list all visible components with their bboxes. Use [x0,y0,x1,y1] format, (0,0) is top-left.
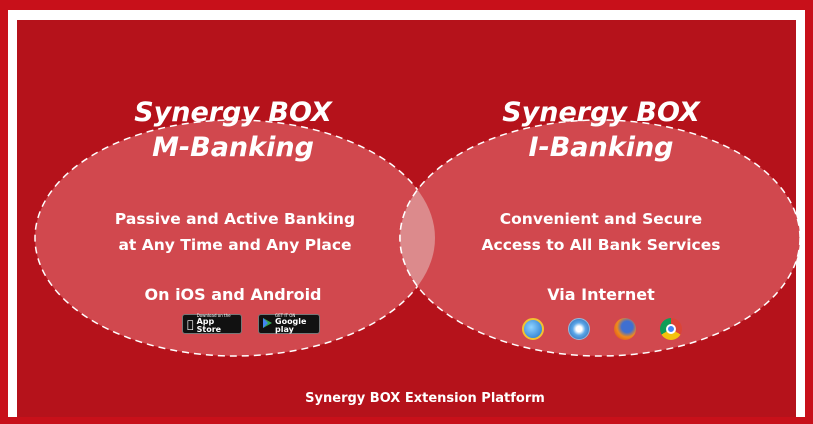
right-title-line1: Synergy BOX [502,97,700,128]
google-play-small-text: GET IT ON [275,313,296,318]
overlap-region [399,120,435,356]
left-title: Synergy BOX M-Banking [83,95,383,165]
right-title: Synergy BOX I-Banking [451,95,751,165]
left-desc-line1: Passive and Active Banking [114,210,356,228]
right-desc-line1: Convenient and Secure [499,210,703,228]
safari-icon [568,318,590,340]
right-desc-line2: Access to All Bank Services [481,236,721,254]
left-title-line1: Synergy BOX [134,97,332,128]
left-platform: On iOS and Android [144,285,322,304]
google-play-icon [263,318,272,330]
app-store-small-text: Download on the [190,314,231,322]
left-title-line2: M-Banking [152,132,314,163]
left-description: Passive and Active Banking at Any Time a… [70,206,400,258]
app-store-text: App Store [190,318,235,334]
google-play-text: Google play [275,317,307,334]
right-description: Convenient and Secure Access to All Bank… [436,206,766,258]
firefox-icon [614,318,636,340]
apple-icon:  [187,319,194,330]
app-store-badge[interactable]:  Download on the App Store [182,314,242,334]
right-title-line2: I-Banking [528,132,674,163]
chrome-icon [660,318,682,340]
right-platform: Via Internet [547,285,655,304]
footer-label: Synergy BOX Extension Platform [305,391,545,406]
internet-explorer-icon [522,318,544,340]
google-play-badge[interactable]: GET IT ON Google play [258,314,320,334]
left-desc-line2: at Any Time and Any Place [118,236,352,254]
